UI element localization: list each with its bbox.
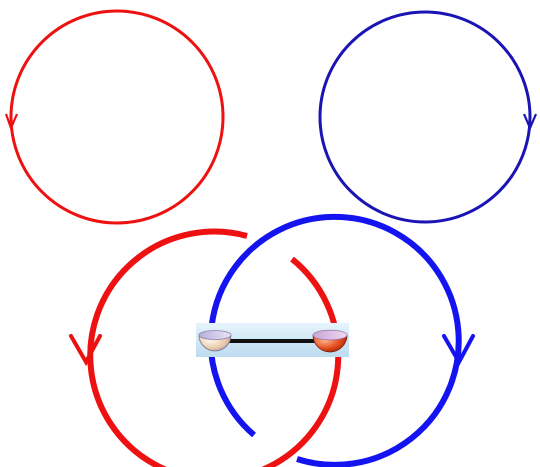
top-right-loop-circle [320, 12, 530, 222]
top-right-loop [320, 12, 536, 222]
bottom-left-loop-arrowhead [71, 336, 100, 362]
top-left-loop [6, 11, 223, 223]
center-inset [196, 323, 349, 357]
top-left-loop-circle [11, 11, 223, 223]
